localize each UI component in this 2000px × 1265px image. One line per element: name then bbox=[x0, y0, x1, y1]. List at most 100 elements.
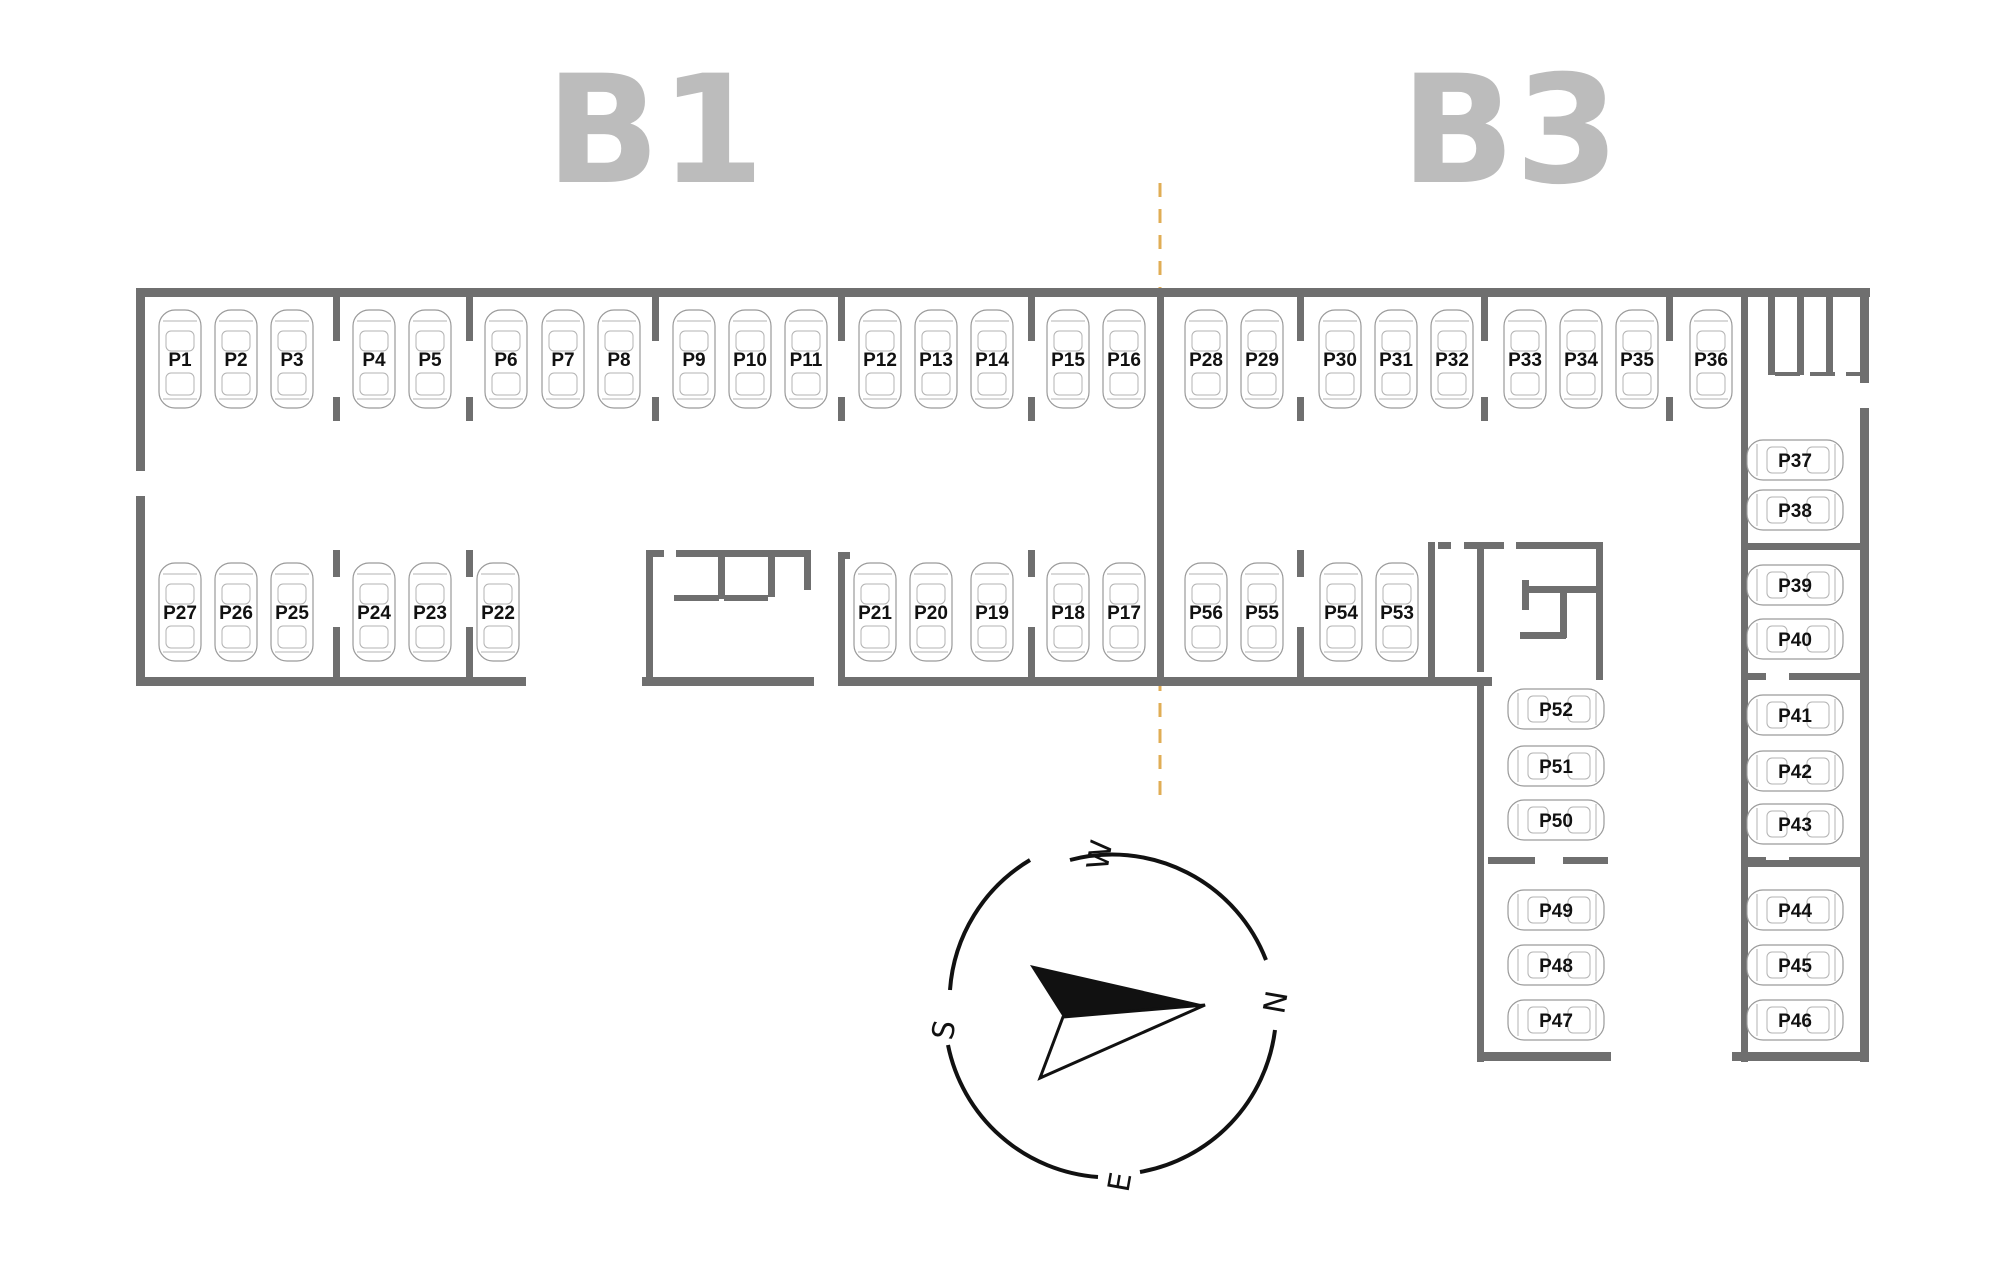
parking-spot-42: P43 bbox=[1778, 815, 1812, 836]
wall-segment bbox=[1732, 1052, 1869, 1061]
wall-segment bbox=[1522, 586, 1596, 593]
parking-spot-34: P35 bbox=[1620, 350, 1654, 371]
parking-spot-12: P13 bbox=[919, 350, 953, 371]
parking-spot-55: P56 bbox=[1189, 603, 1223, 624]
wall-segment bbox=[1741, 673, 1766, 680]
car-icon bbox=[1746, 439, 1844, 481]
wall-segment bbox=[136, 288, 145, 471]
car-icon bbox=[1318, 309, 1362, 409]
zone-title-b1: B1 bbox=[546, 44, 765, 218]
wall-segment bbox=[652, 297, 659, 341]
car-icon bbox=[914, 309, 958, 409]
car-icon bbox=[858, 309, 902, 409]
wall-segment bbox=[1560, 586, 1567, 638]
parking-spot-29: P30 bbox=[1323, 350, 1357, 371]
wall-segment bbox=[1775, 372, 1800, 376]
car-icon bbox=[484, 309, 528, 409]
wall-segment bbox=[1666, 297, 1673, 341]
car-icon bbox=[1746, 999, 1844, 1041]
parking-spot-15: P16 bbox=[1107, 350, 1141, 371]
wall-segment bbox=[1477, 542, 1484, 672]
parking-spot-47: P48 bbox=[1539, 956, 1573, 977]
car-icon bbox=[1374, 309, 1418, 409]
parking-spot-44: P45 bbox=[1778, 956, 1812, 977]
parking-spot-36: P37 bbox=[1778, 451, 1812, 472]
car-icon bbox=[597, 309, 641, 409]
parking-spot-4: P5 bbox=[418, 350, 442, 371]
parking-spot-35: P36 bbox=[1694, 350, 1728, 371]
compass-north: N bbox=[1257, 988, 1295, 1016]
wall-segment bbox=[1860, 288, 1869, 383]
car-icon bbox=[214, 309, 258, 409]
parking-spot-8: P9 bbox=[682, 350, 705, 371]
wall-segment bbox=[718, 557, 725, 599]
wall-segment bbox=[1297, 627, 1304, 679]
parking-spot-46: P47 bbox=[1539, 1011, 1573, 1032]
car-icon bbox=[1746, 694, 1844, 736]
parking-spot-2: P3 bbox=[280, 350, 303, 371]
car-icon bbox=[1746, 489, 1844, 531]
wall-segment bbox=[136, 496, 145, 686]
wall-segment bbox=[652, 397, 659, 421]
car-icon bbox=[1507, 745, 1605, 787]
car-icon bbox=[853, 562, 897, 662]
compass: N S E W bbox=[926, 837, 1296, 1194]
wall-segment bbox=[333, 397, 340, 421]
car-icon bbox=[1375, 562, 1419, 662]
car-icon bbox=[1102, 309, 1146, 409]
parking-spot-1: P2 bbox=[224, 350, 247, 371]
parking-spot-16: P17 bbox=[1107, 603, 1141, 624]
car-icon bbox=[672, 309, 716, 409]
wall-segment bbox=[1028, 627, 1035, 679]
car-icon bbox=[1746, 944, 1844, 986]
wall-segment bbox=[466, 627, 473, 679]
wall-segment bbox=[1797, 297, 1804, 375]
car-icon bbox=[1184, 562, 1228, 662]
wall-segment bbox=[1028, 550, 1035, 577]
parking-spot-3: P4 bbox=[362, 350, 386, 371]
parking-spot-23: P24 bbox=[357, 603, 391, 624]
wall-segment bbox=[1520, 632, 1566, 639]
wall-segment bbox=[466, 397, 473, 421]
parking-spot-43: P44 bbox=[1778, 901, 1812, 922]
wall-segment bbox=[1741, 408, 1748, 1062]
parking-spot-19: P20 bbox=[914, 603, 948, 624]
wall-segment bbox=[838, 552, 845, 682]
compass-south: S bbox=[926, 1018, 964, 1043]
parking-spot-39: P40 bbox=[1778, 630, 1812, 651]
parking-cars bbox=[158, 309, 1844, 1041]
wall-segment bbox=[1741, 857, 1766, 864]
wall-segment bbox=[1428, 542, 1435, 680]
car-icon bbox=[408, 309, 452, 409]
car-icon bbox=[1046, 562, 1090, 662]
wall-segment bbox=[676, 550, 811, 557]
parking-spot-14: P15 bbox=[1051, 350, 1085, 371]
car-icon bbox=[352, 309, 396, 409]
wall-segment bbox=[642, 677, 814, 686]
car-icon bbox=[970, 562, 1014, 662]
car-icon bbox=[784, 309, 828, 409]
wall-segment bbox=[1481, 397, 1488, 421]
walls bbox=[136, 288, 1870, 1062]
car-icon bbox=[270, 309, 314, 409]
parking-spot-27: P28 bbox=[1189, 350, 1223, 371]
wall-segment bbox=[466, 297, 473, 341]
wall-segment bbox=[1028, 297, 1035, 341]
parking-spot-32: P33 bbox=[1508, 350, 1542, 371]
parking-spot-21: P22 bbox=[481, 603, 515, 624]
car-icon bbox=[1689, 309, 1733, 409]
wall-segment bbox=[1666, 397, 1673, 421]
parking-spot-24: P25 bbox=[275, 603, 309, 624]
parking-spot-37: P38 bbox=[1778, 501, 1812, 522]
car-icon bbox=[1507, 999, 1605, 1041]
parking-spot-49: P50 bbox=[1539, 811, 1573, 832]
compass-ring bbox=[946, 852, 1277, 1179]
car-icon bbox=[1746, 889, 1844, 931]
parking-spot-9: P10 bbox=[733, 350, 767, 371]
car-icon bbox=[1430, 309, 1474, 409]
compass-west: W bbox=[1081, 837, 1121, 872]
car-icon bbox=[909, 562, 953, 662]
wall-segment bbox=[1028, 397, 1035, 421]
car-icon bbox=[1507, 889, 1605, 931]
